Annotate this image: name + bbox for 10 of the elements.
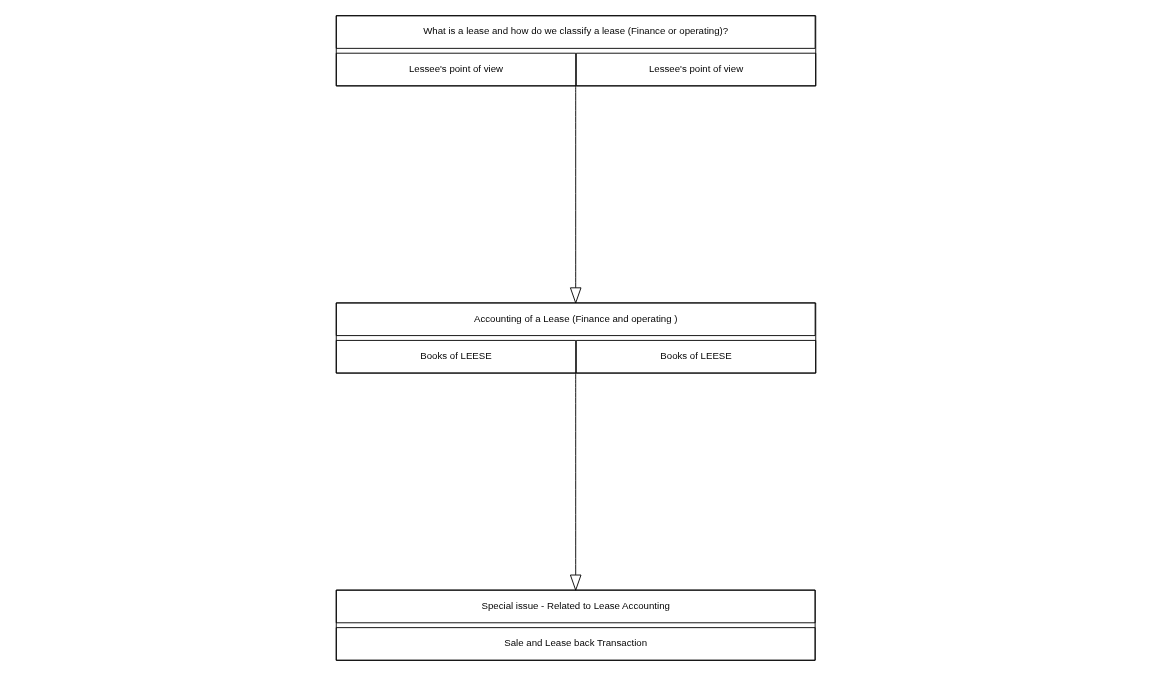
arrow — [569, 85, 582, 304]
node-box: Sale and Lease back Transaction — [335, 627, 816, 661]
node-box: Lessee's point of view — [575, 52, 817, 87]
node-box: Lessee's point of view — [335, 52, 577, 87]
node-box: Accounting of a Lease (Finance and operating ) — [335, 302, 816, 337]
node-box: What is a lease and how do we classify a lease (Finance or operating)? — [335, 15, 816, 49]
arrow — [569, 372, 582, 591]
node-box: Special issue - Related to Lease Accounting — [335, 589, 816, 624]
node-box: Books of LEESE — [335, 339, 577, 374]
node-box: Books of LEESE — [575, 339, 817, 374]
